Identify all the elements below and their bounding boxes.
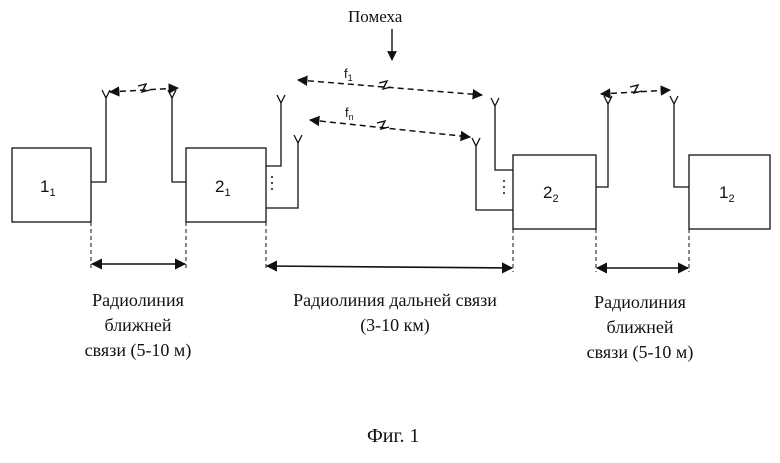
caption-line: Радиолиния дальней связи	[245, 288, 545, 313]
antenna-icon	[168, 90, 176, 98]
distance-arrow-middle	[267, 266, 512, 268]
antenna-feed-block-2-2-top	[495, 106, 513, 170]
block-2-1	[186, 148, 266, 222]
antenna-icon	[472, 138, 480, 146]
figure-label: Фиг. 1	[367, 425, 419, 448]
antenna-icon	[102, 90, 110, 98]
caption-line: Радиолиния	[58, 288, 218, 313]
antenna-icon	[294, 135, 302, 143]
caption-short-range-left: Радиолиния ближней связи (5-10 м)	[58, 288, 218, 363]
block-1-2	[689, 155, 770, 229]
antenna-feed-block-1-2	[674, 104, 689, 187]
caption-line: ближней	[58, 313, 218, 338]
interference-label: Помеха	[348, 7, 402, 27]
frequency-label-f1: f1	[344, 66, 353, 83]
antenna-icon	[491, 98, 499, 106]
antenna-feed-block-2-1-top	[266, 103, 281, 166]
caption-short-range-right: Радиолиния ближней связи (5-10 м)	[560, 290, 720, 365]
antenna-icon	[277, 95, 285, 103]
caption-long-range: Радиолиния дальней связи (3-10 км)	[245, 288, 545, 338]
caption-line: ближней	[560, 315, 720, 340]
lightning-icon	[138, 84, 150, 92]
antenna-icon	[604, 96, 612, 104]
frequency-label-fn: fn	[345, 105, 354, 122]
antenna-icon	[670, 96, 678, 104]
antenna-ellipsis-right	[503, 180, 505, 194]
antenna-feed-block-1-1	[91, 98, 106, 182]
caption-line: Радиолиния	[560, 290, 720, 315]
caption-line: связи (5-10 м)	[58, 338, 218, 363]
long-link-fn	[310, 120, 470, 137]
lightning-icon	[377, 121, 389, 129]
antenna-feed-block-2-1-bottom	[266, 143, 298, 208]
caption-line: (3-10 км)	[245, 313, 545, 338]
antenna-feed-block-2-2-short	[596, 104, 608, 187]
antenna-feed-block-2-1-short	[172, 98, 186, 182]
antenna-ellipsis-left	[271, 176, 273, 190]
caption-line: связи (5-10 м)	[560, 340, 720, 365]
block-1-1	[12, 148, 91, 222]
block-2-2	[513, 155, 596, 229]
lightning-icon	[379, 81, 391, 89]
